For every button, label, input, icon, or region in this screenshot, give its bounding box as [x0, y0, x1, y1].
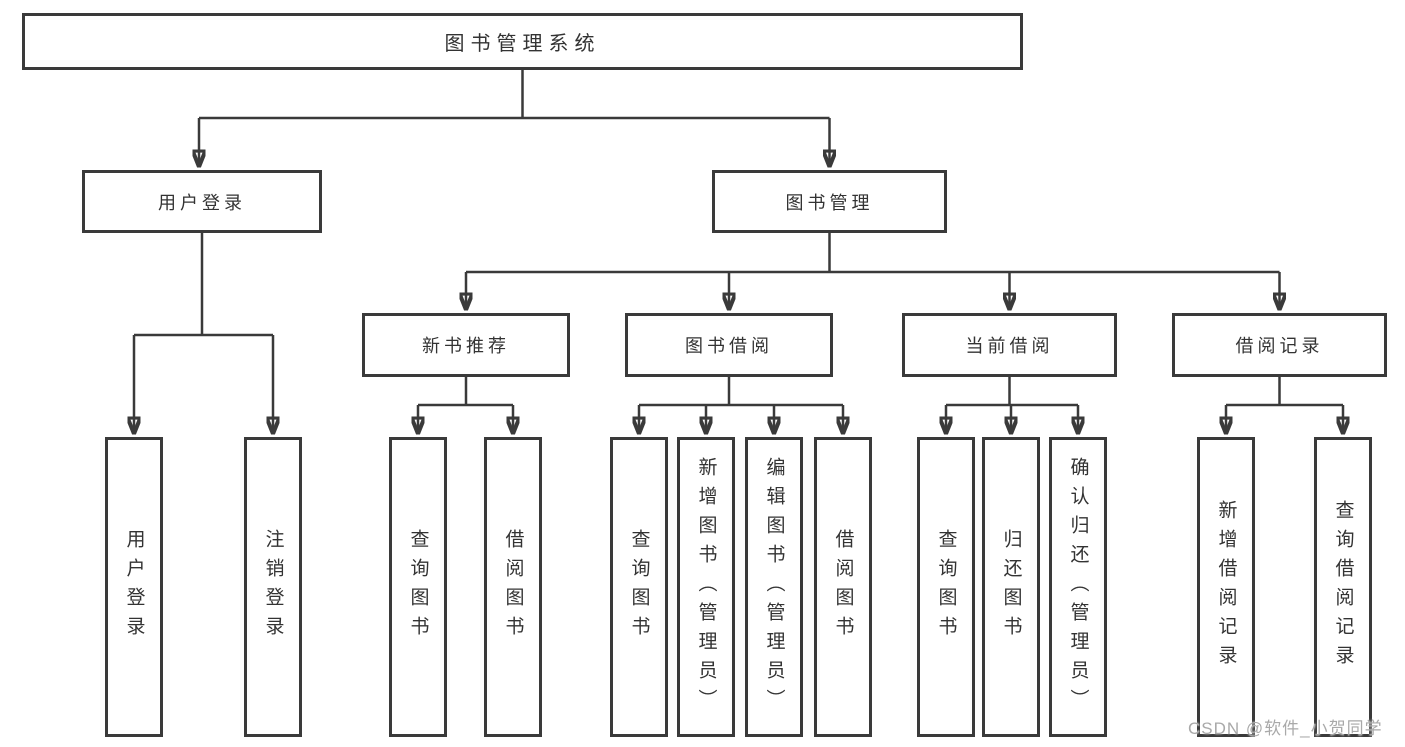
leaf-borrow-add-books-admin: 新增图书（管理员）: [677, 437, 735, 737]
leaf-logout: 注销登录: [244, 437, 302, 737]
connector-new-book: [418, 377, 513, 407]
leaf-records-add-record: 新增借阅记录: [1197, 437, 1255, 737]
node-borrow-records: 借阅记录: [1172, 313, 1387, 377]
node-book-management: 图书管理: [712, 170, 947, 233]
connector-root-to-level2: [199, 70, 830, 120]
leaf-user-login: 用户登录: [105, 437, 163, 737]
node-user-login: 用户登录: [82, 170, 322, 233]
leaf-newbook-borrow-books: 借阅图书: [484, 437, 542, 737]
leaf-current-return-books: 归还图书: [982, 437, 1040, 737]
leaf-borrow-edit-books-admin: 编辑图书（管理员）: [745, 437, 803, 737]
node-root-system: 图书管理系统: [22, 13, 1023, 70]
leaf-borrow-borrow-books: 借阅图书: [814, 437, 872, 737]
leaf-records-query-record: 查询借阅记录: [1314, 437, 1372, 737]
node-current-borrow: 当前借阅: [902, 313, 1117, 377]
connector-book-borrow: [639, 377, 843, 407]
leaf-current-query-books: 查询图书: [917, 437, 975, 737]
leaf-borrow-query-books: 查询图书: [610, 437, 668, 737]
connector-user-login: [134, 233, 273, 337]
watermark: CSDN @软件_小贺同学: [1188, 719, 1383, 738]
node-new-book-recommend: 新书推荐: [362, 313, 570, 377]
connector-current-borrow: [946, 377, 1078, 407]
leaf-newbook-query-books: 查询图书: [389, 437, 447, 737]
connector-book-mgmt: [466, 233, 1280, 274]
leaf-current-confirm-return-admin: 确认归还（管理员）: [1049, 437, 1107, 737]
connector-borrow-records: [1226, 377, 1343, 407]
node-book-borrow: 图书借阅: [625, 313, 833, 377]
